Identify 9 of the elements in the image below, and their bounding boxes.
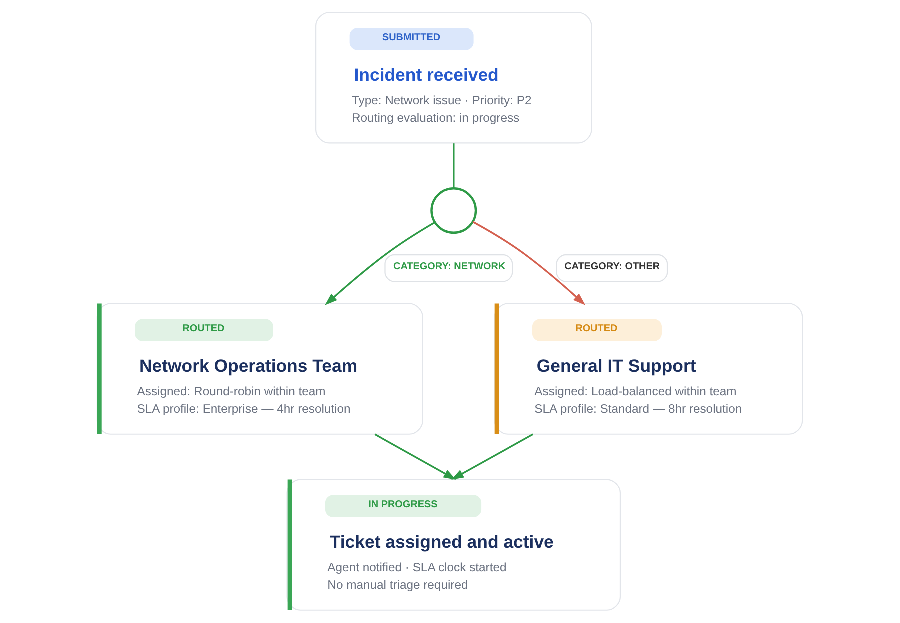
arrow (472, 221, 586, 306)
node-circle (430, 188, 478, 234)
edge-label: CATEGORY: NETWORK (394, 262, 506, 273)
arrow (325, 222, 436, 306)
node-box: SUBMITTED Incident received Type: Network issue · Priority: P2 Routing evaluation: in progress (316, 12, 592, 144)
arrow (374, 434, 456, 480)
connector (453, 144, 455, 188)
arrow (452, 434, 534, 480)
edge-label: CATEGORY: OTHER (564, 262, 660, 273)
